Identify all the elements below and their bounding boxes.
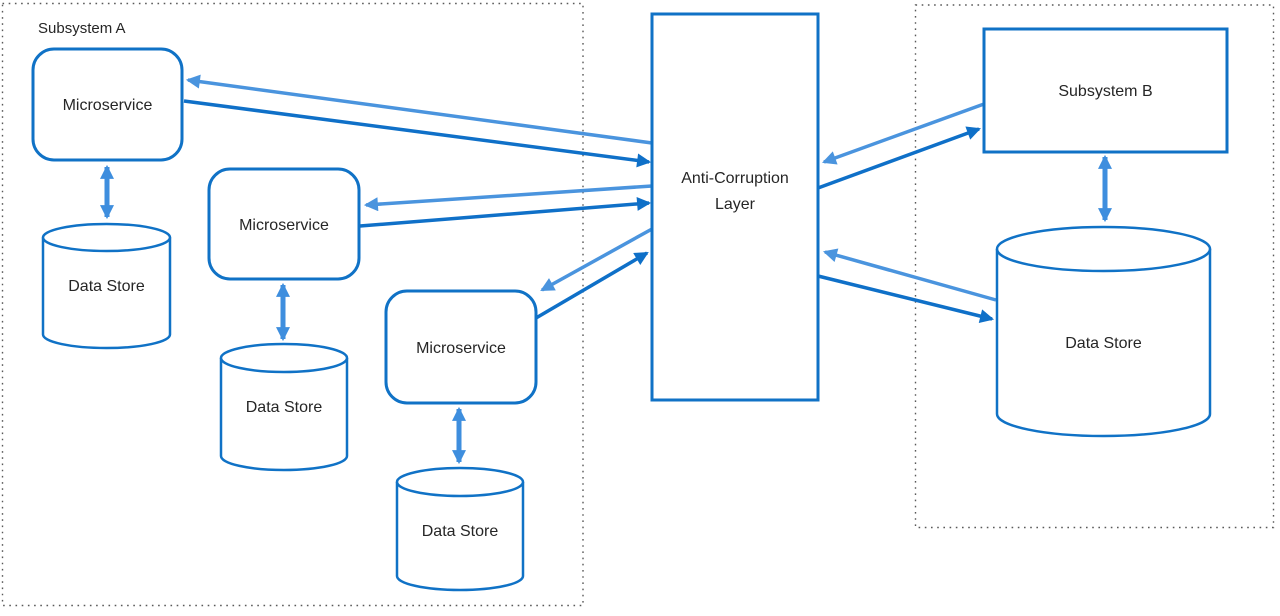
data-store-2-top [219, 342, 349, 374]
microservice-1-label: Microservice [63, 97, 153, 114]
data-store-3-node: Data Store [395, 466, 525, 592]
anti-corruption-layer-node: Anti-Corruption Layer [650, 12, 820, 402]
subsystem-b-label: Subsystem B [1058, 83, 1152, 100]
microservice-1-node: Microservice [31, 47, 184, 162]
microservice-3-label: Microservice [416, 340, 506, 357]
arrow-acl-to-microservice-2 [363, 184, 653, 212]
data-store-2-label: Data Store [246, 399, 323, 416]
data-store-1-top [41, 222, 172, 253]
arrow-microservice-2-to-acl [359, 196, 652, 228]
arrow-microservice-1-to-acl [183, 99, 652, 168]
microservice-1-box [31, 47, 184, 162]
data-store-b-body [995, 249, 1212, 438]
microservice-2-node: Microservice [207, 167, 361, 281]
arrow-acl-to-data-store-b [817, 274, 995, 323]
arrow-microservice-3-to-acl [535, 251, 649, 320]
data-store-1-node: Data Store [41, 222, 172, 350]
data-store-b-node: Data Store [995, 225, 1212, 438]
subsystem-b-node: Subsystem B [982, 27, 1229, 154]
data-store-b-top [995, 225, 1212, 273]
data-store-1-body [41, 237, 172, 350]
anti-corruption-layer-label-line2: Layer [715, 196, 756, 213]
arrow-acl-to-subsystem-b [817, 126, 981, 190]
microservice-2-box [207, 167, 361, 281]
data-store-2-node: Data Store [219, 342, 349, 472]
subsystem-a-group-border [1, 2, 584, 607]
data-store-2-body [219, 358, 349, 472]
microservice-3-box [384, 289, 538, 405]
subsystem-b-box [982, 27, 1229, 154]
arrow-acl-to-microservice-3 [540, 227, 653, 292]
microservice-2-label: Microservice [239, 217, 329, 234]
data-store-3-label: Data Store [422, 523, 499, 540]
anti-corruption-layer-label-line1: Anti-Corruption [681, 170, 789, 187]
data-store-b-label: Data Store [1065, 335, 1142, 352]
microservice-3-node: Microservice [384, 289, 538, 405]
arrow-subsystem-b-to-acl [822, 102, 985, 165]
anti-corruption-layer-box [650, 12, 820, 402]
data-store-3-top [395, 466, 525, 498]
arrow-data-store-b-to-acl [822, 248, 997, 302]
arrow-acl-to-microservice-1 [185, 74, 653, 145]
data-store-3-body [395, 482, 525, 592]
data-store-1-label: Data Store [68, 278, 145, 295]
subsystem-a-label: Subsystem A [38, 20, 126, 37]
